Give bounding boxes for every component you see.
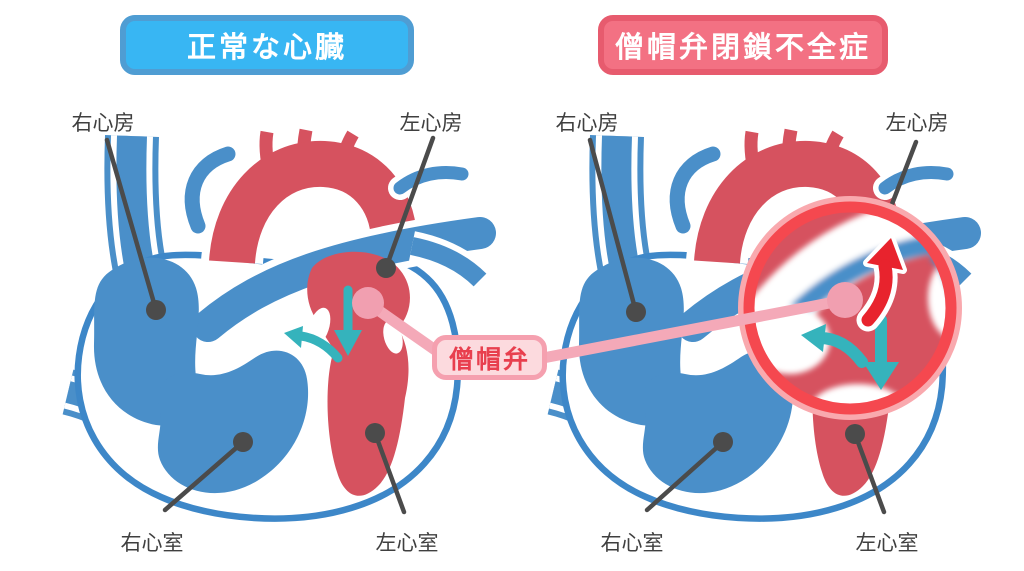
header-mitral-regurgitation: 僧帽弁閉鎖不全症	[598, 15, 888, 75]
regurgitation-arrow	[856, 234, 907, 332]
mitral-valve-label-box: 僧帽弁	[432, 335, 547, 380]
header-normal-heart: 正常な心臓	[120, 15, 414, 75]
label-left-left-ventricle: 左心室	[375, 531, 439, 555]
mitral-valve-dot-left	[352, 287, 384, 319]
magnifier-ring	[738, 196, 962, 420]
label-right-left-ventricle: 左心室	[855, 531, 919, 555]
label-left-left-atrium: 左心房	[399, 111, 463, 135]
label-left-right-ventricle: 右心室	[120, 531, 184, 555]
callout-lines	[104, 135, 887, 515]
mitral-connectors	[352, 282, 863, 364]
label-right-right-ventricle: 右心室	[600, 531, 664, 555]
magnified-flow-arrows	[801, 314, 899, 390]
label-right-right-atrium: 右心房	[555, 111, 619, 135]
callout-dots	[146, 258, 865, 452]
mitral-valve-dot-right	[827, 282, 863, 318]
label-right-left-atrium: 左心房	[885, 111, 949, 135]
heart-illustration-normal	[68, 130, 480, 519]
normal-flow-arrows	[284, 285, 362, 363]
label-left-right-atrium: 右心房	[71, 111, 135, 135]
